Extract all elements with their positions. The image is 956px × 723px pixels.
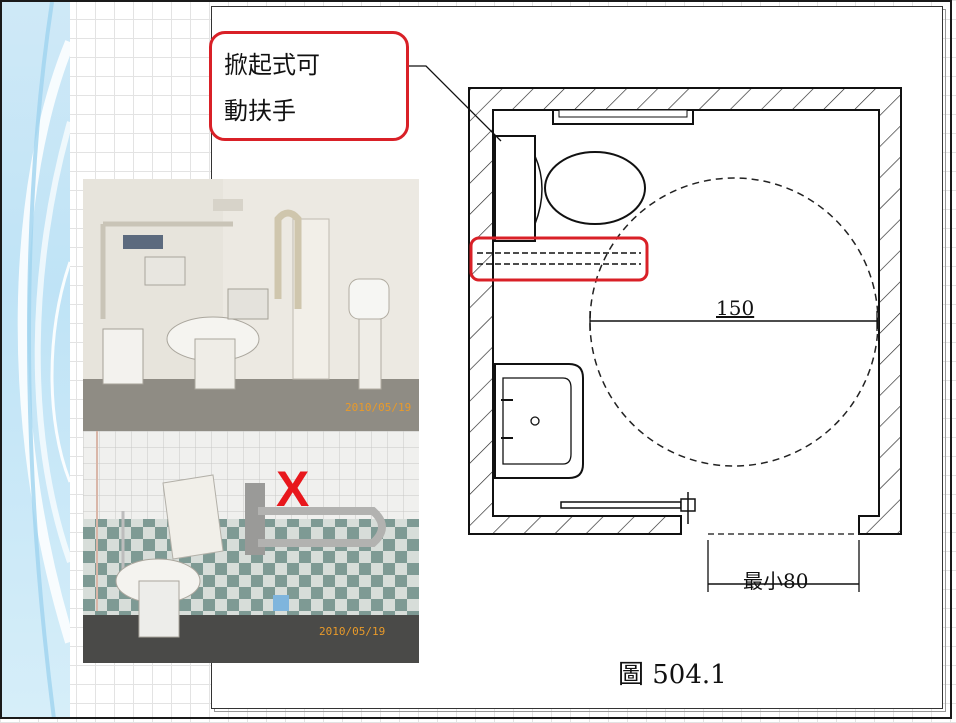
fold-up-grab-bar-callout: 掀起式可 動扶手 (209, 31, 409, 141)
door-width-label: 最小80 (743, 569, 809, 593)
accessible-toilet-photo: 2010/05/19 (83, 179, 419, 431)
room-walls (468, 87, 902, 535)
incorrect-grab-bar-photo: 2010/05/19 (83, 431, 419, 663)
swoosh-decoration (17, 2, 70, 719)
callout-line-1: 掀起式可 (224, 51, 320, 79)
callout-line-2: 動扶手 (224, 97, 296, 125)
figure-caption: 圖 504.1 (618, 660, 727, 690)
sink (494, 363, 584, 479)
top-photo-date-stamp: 2010/05/19 (345, 401, 412, 414)
grab-bar-highlight (469, 236, 649, 282)
bottom-photo-date-stamp: 2010/05/19 (319, 625, 386, 638)
toilet-floor-plan (409, 65, 902, 592)
turning-diameter-label: 150 (716, 296, 755, 320)
decorative-side-band (2, 2, 70, 719)
wrong-x-mark: X (276, 461, 310, 517)
